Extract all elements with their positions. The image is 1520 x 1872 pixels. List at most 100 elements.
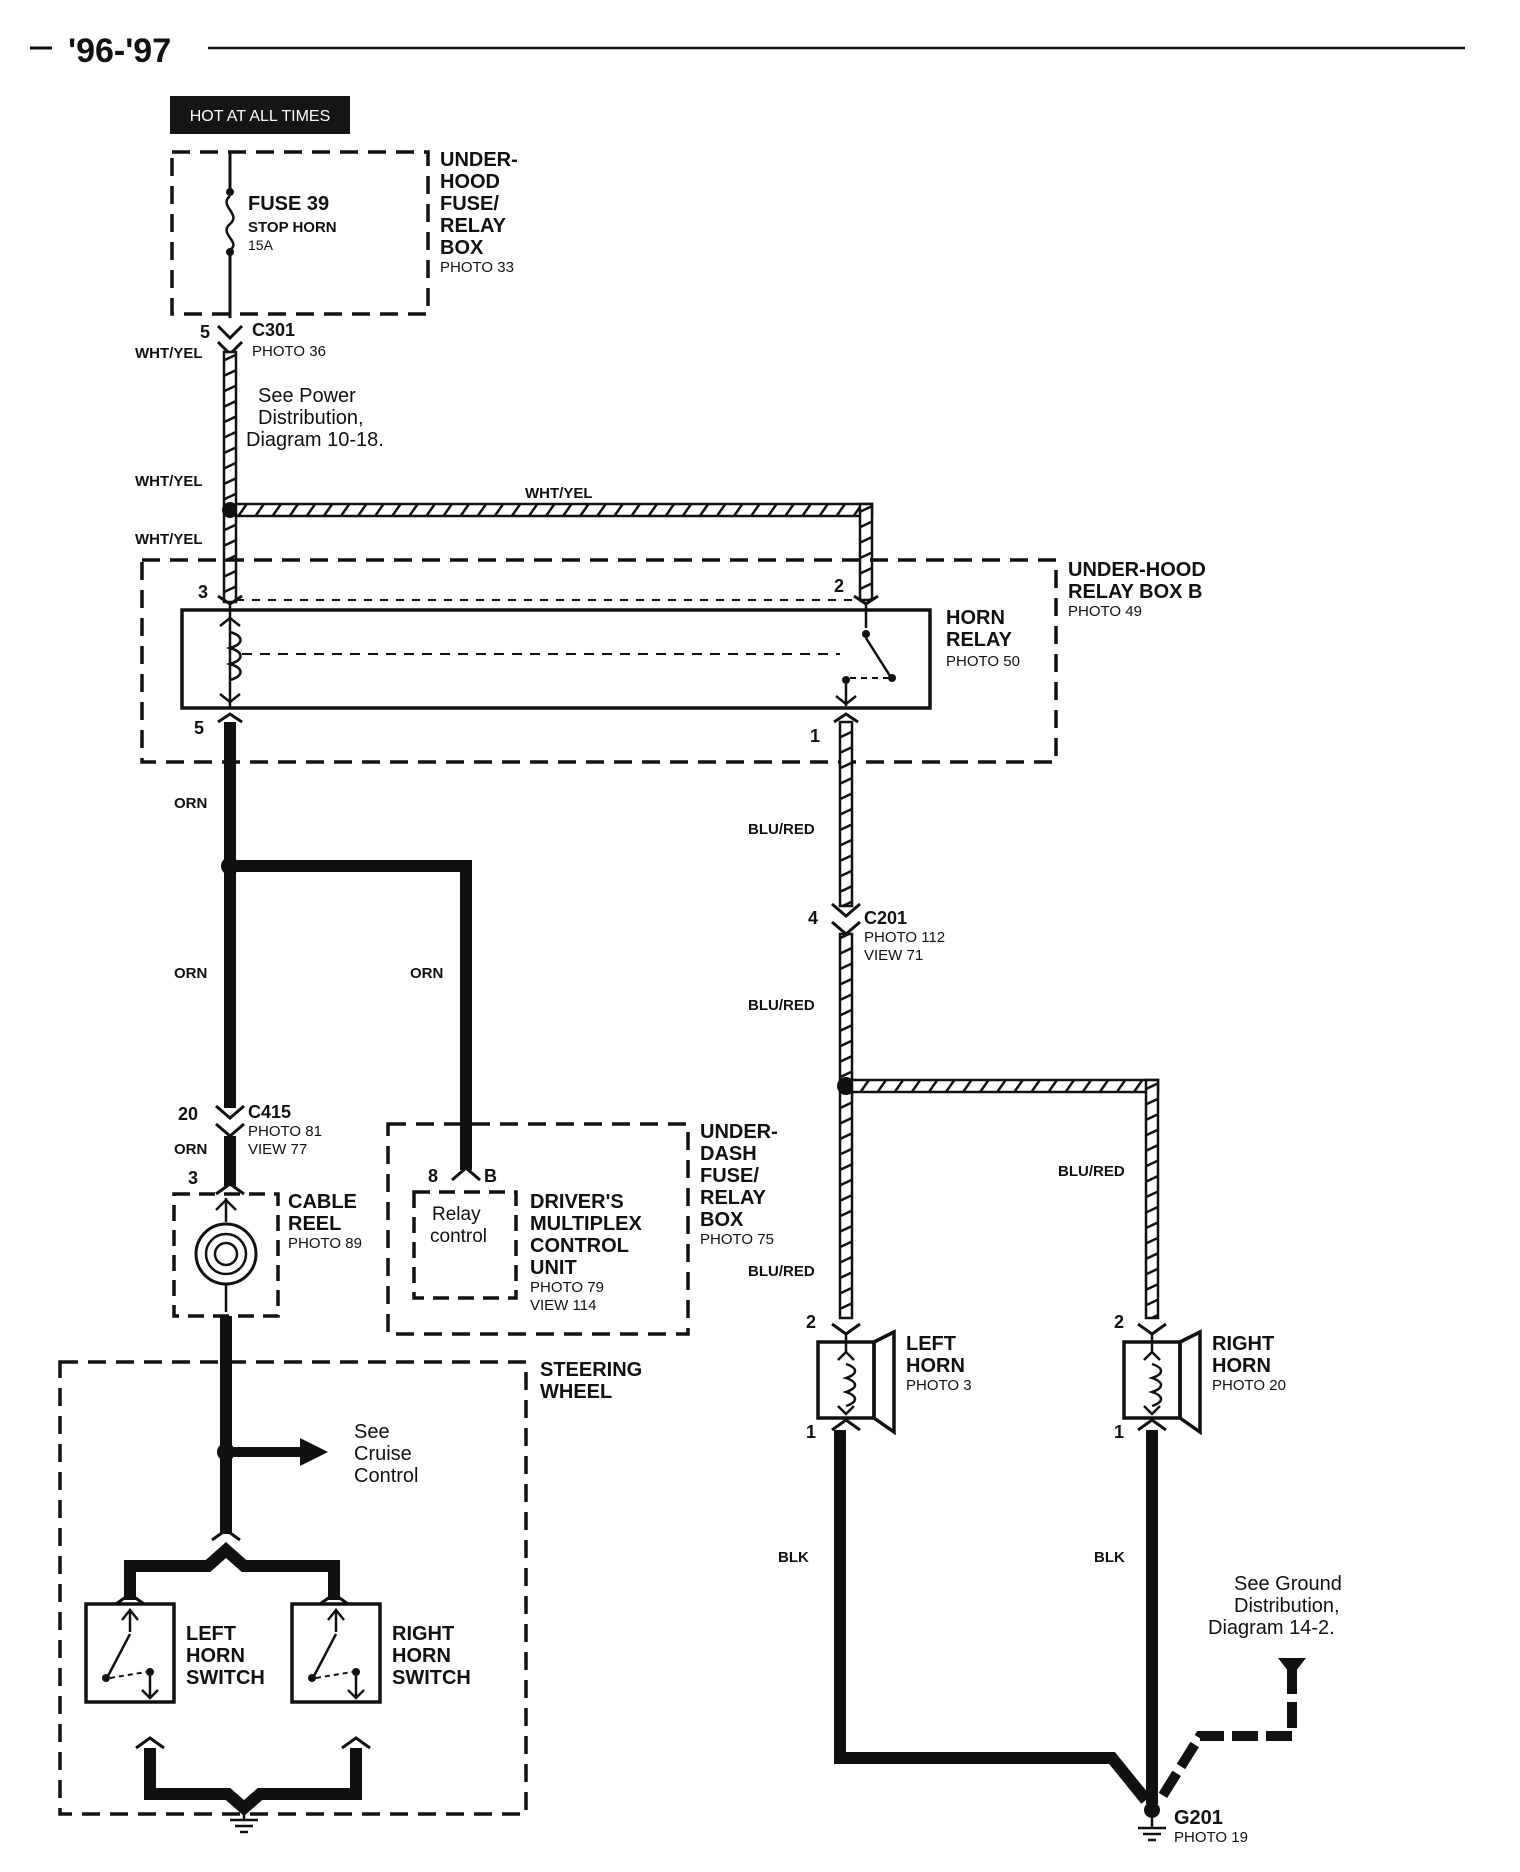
left-horn-pin-top: 2: [806, 1312, 816, 1332]
relay-box-title-1: UNDER-HOOD: [1068, 559, 1206, 581]
cruise-note-2: Cruise: [354, 1443, 412, 1465]
blu-red-label-3: BLU/RED: [748, 1263, 815, 1280]
cable-reel-title-2: REEL: [288, 1213, 341, 1235]
fuse-box-title-2: HOOD: [440, 171, 500, 193]
c415-pin: 20: [178, 1104, 198, 1124]
left-horn-switch-title-3: SWITCH: [186, 1667, 265, 1689]
fuse-39-symbol: [225, 195, 235, 252]
fuse-box-title-5: BOX: [440, 237, 484, 259]
horn-relay-title-2: RELAY: [946, 629, 1013, 651]
orn-label-3: ORN: [410, 965, 443, 982]
orn-label-2: ORN: [174, 965, 207, 982]
left-horn-coil-symbol: [842, 1362, 857, 1408]
under-hood-relay-box-b: UNDER-HOOD RELAY BOX B PHOTO 49 3 2 5 1: [140, 558, 1206, 764]
relay-pin-1: 1: [810, 726, 820, 746]
c201-connector: 4 C201 PHOTO 112 VIEW 71: [808, 908, 945, 964]
left-horn-title-1: LEFT: [906, 1333, 956, 1355]
orn-wire: ORN ORN ORN: [174, 722, 472, 1170]
wht-yel-label-1: WHT/YEL: [135, 345, 203, 362]
left-horn-pin-bottom: 1: [806, 1422, 816, 1442]
relay-box-photo: PHOTO 49: [1068, 603, 1142, 620]
ground-note-1: See Ground: [1234, 1573, 1342, 1595]
left-horn-switch-title-2: HORN: [186, 1645, 245, 1667]
g201-ground: G201 PHOTO 19: [1138, 1802, 1248, 1846]
hot-at-all-times-label: HOT AT ALL TIMES: [190, 108, 331, 125]
mcu-inner-1: Relay: [432, 1204, 481, 1225]
left-horn-switch-title-1: LEFT: [186, 1623, 236, 1645]
blk-label-2: BLK: [1094, 1549, 1125, 1566]
wht-yel-label-3: WHT/YEL: [135, 531, 203, 548]
cruise-note-1: See: [354, 1421, 390, 1443]
mcu-title-1: DRIVER'S: [530, 1191, 624, 1213]
dash-box-photo: PHOTO 75: [700, 1231, 774, 1248]
c415-pin-below: 3: [188, 1168, 198, 1188]
right-horn-switch-title-2: HORN: [392, 1645, 451, 1667]
mcu-pin-letter: B: [484, 1166, 497, 1186]
cruise-arrow-icon: [300, 1438, 328, 1466]
under-hood-fuse-relay-box: FUSE 39 STOP HORN 15A UNDER- HOOD FUSE/ …: [170, 149, 518, 318]
g201-photo: PHOTO 19: [1174, 1829, 1248, 1846]
g201-ground-icon: [1138, 1818, 1166, 1842]
steering-title-2: WHEEL: [540, 1381, 612, 1403]
relay-box-title-2: RELAY BOX B: [1068, 581, 1202, 603]
left-horn: 2 1 LEFT HORN PHOTO 3: [806, 1312, 972, 1442]
blu-red-wire: BLU/RED BLU/RED BLU/RED BLU/RED: [748, 720, 1160, 1320]
power-note-2: Distribution,: [258, 407, 364, 429]
power-note-1: See Power: [258, 385, 356, 407]
right-horn-switch-title-3: SWITCH: [392, 1667, 471, 1689]
blu-red-label-2: BLU/RED: [748, 997, 815, 1014]
fuse-box-title-3: FUSE/: [440, 193, 499, 215]
c301-connector: 5 C301 PHOTO 36: [200, 320, 326, 360]
steering-wheel: STEERING WHEEL See Cruise Control LEFT H…: [58, 1316, 642, 1834]
dash-box-title-4: RELAY: [700, 1187, 767, 1209]
c415-name: C415: [248, 1102, 291, 1122]
fuse-box-photo: PHOTO 33: [440, 259, 514, 276]
horn-relay-photo: PHOTO 50: [946, 653, 1020, 670]
mcu-pin: 8: [428, 1166, 438, 1186]
c301-photo: PHOTO 36: [252, 343, 326, 360]
right-horn-pin-top: 2: [1114, 1312, 1124, 1332]
right-horn-title-2: HORN: [1212, 1355, 1271, 1377]
c415-photo: PHOTO 81: [248, 1123, 322, 1140]
fuse-rating: 15A: [248, 237, 274, 253]
blu-red-label-1: BLU/RED: [748, 821, 815, 838]
right-horn: 2 1 RIGHT HORN PHOTO 20: [1114, 1312, 1286, 1442]
mcu-inner-2: control: [430, 1226, 487, 1247]
orn-label-1: ORN: [174, 795, 207, 812]
dash-box-title-1: UNDER-: [700, 1121, 778, 1143]
dash-box-title-3: FUSE/: [700, 1165, 759, 1187]
c415-connector: 20 C415 PHOTO 81 VIEW 77 ORN 3: [174, 1102, 322, 1196]
mcu-title-3: CONTROL: [530, 1235, 629, 1257]
cable-reel-photo: PHOTO 89: [288, 1235, 362, 1252]
c415-view: VIEW 77: [248, 1141, 307, 1158]
fuse-box-title-4: RELAY: [440, 215, 507, 237]
cruise-note-3: Control: [354, 1465, 418, 1487]
right-horn-title-1: RIGHT: [1212, 1333, 1274, 1355]
relay-pin-3: 3: [198, 582, 208, 602]
relay-pin-5: 5: [194, 718, 204, 738]
right-horn-coil-symbol: [1148, 1362, 1163, 1408]
right-horn-switch-title-1: RIGHT: [392, 1623, 454, 1645]
mcu-title-2: MULTIPLEX: [530, 1213, 643, 1235]
c201-photo: PHOTO 112: [864, 929, 945, 946]
wht-yel-wire-to-pin2: [858, 502, 874, 602]
power-note-3: Diagram 10-18.: [246, 429, 384, 451]
steering-ground-icon: [230, 1808, 258, 1834]
fuse-desc: STOP HORN: [248, 219, 337, 236]
c201-name: C201: [864, 908, 907, 928]
blu-red-label-4: BLU/RED: [1058, 1163, 1125, 1180]
left-horn-title-2: HORN: [906, 1355, 965, 1377]
fuse-name: FUSE 39: [248, 193, 329, 215]
mcu-photo: PHOTO 79: [530, 1279, 604, 1296]
wht-yel-wire-vertical: [222, 350, 238, 604]
relay-switch-arm: [864, 637, 892, 677]
splice-wht-yel: [222, 502, 238, 518]
ground-distribution-note: See Ground Distribution, Diagram 14-2.: [1208, 1573, 1342, 1639]
cable-reel-title-1: CABLE: [288, 1191, 357, 1213]
relay-pin-2: 2: [834, 576, 844, 596]
mcu-view: VIEW 114: [530, 1297, 596, 1314]
fuse-box-title-1: UNDER-: [440, 149, 518, 171]
power-source-tag: HOT AT ALL TIMES: [170, 96, 350, 134]
year-range-label: '96-'97: [68, 32, 171, 70]
